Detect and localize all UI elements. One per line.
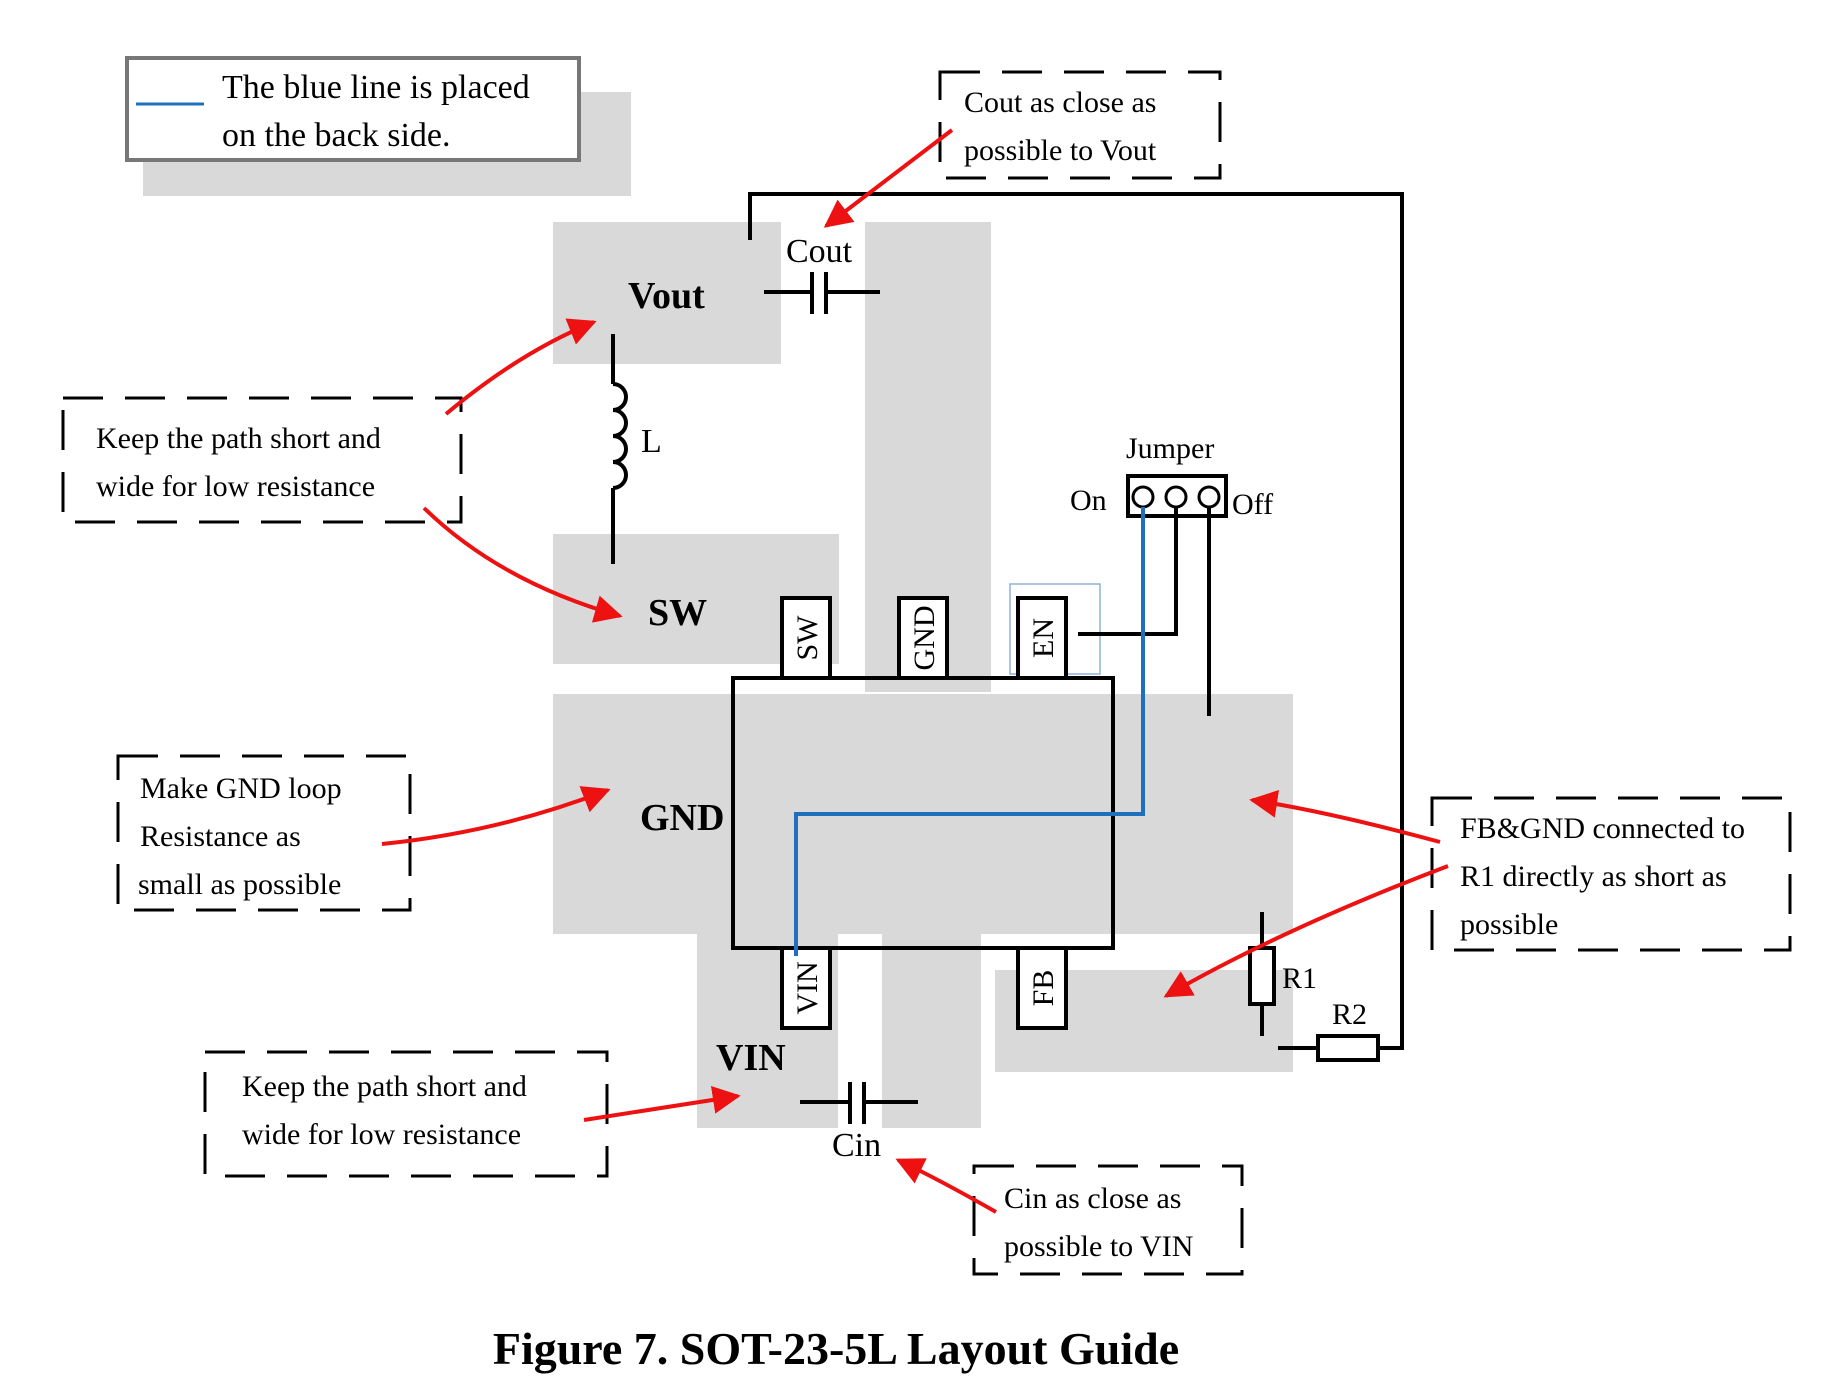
note-path-top: Keep the path short and wide for low res… (61, 396, 463, 524)
arrow-to-cin (895, 1158, 997, 1214)
r1-label: R1 (1282, 962, 1317, 995)
legend-box (125, 56, 581, 162)
vin-label: VIN (716, 1037, 786, 1079)
wiring (611, 192, 1404, 1124)
pin-sw (780, 596, 832, 680)
note-fb-line-1: FB&GND connected to (1460, 812, 1745, 845)
inductor-label: L (641, 423, 662, 460)
note-cout-line-1: Cout as close as (964, 86, 1156, 119)
r1-resistor (1248, 946, 1276, 1006)
arrow-to-vout (444, 318, 597, 416)
pin-vin (780, 946, 832, 1030)
pin-gnd-label: GND (908, 606, 941, 671)
note-cin: Cin as close as possible to VIN (972, 1164, 1244, 1276)
note-cin-line-2: possible to VIN (1004, 1230, 1193, 1263)
cout-label: Cout (786, 233, 853, 270)
note-fb-line-2: R1 directly as short as (1460, 860, 1727, 893)
note-path-bottom-box (203, 1050, 609, 1178)
arrow-to-sw (422, 506, 623, 623)
arrow-to-gnd-right (1249, 789, 1441, 844)
arrow-to-gnd (381, 786, 611, 846)
note-path-bottom-line-1: Keep the path short and (242, 1070, 527, 1103)
note-fb: FB&GND connected to R1 directly as short… (1430, 796, 1792, 952)
note-cout: Cout as close as possible to Vout (938, 70, 1222, 180)
cin-label: Cin (832, 1127, 881, 1164)
arrow-to-vin (583, 1085, 741, 1122)
vout-feedback-trace (748, 192, 1404, 1050)
note-gnd-box (116, 754, 412, 912)
pin-fb-label: FB (1027, 970, 1060, 1007)
note-path-bottom: Keep the path short and wide for low res… (203, 1050, 609, 1178)
pin-gnd (897, 596, 949, 680)
pin-en (1016, 596, 1068, 680)
note-cout-line-2: possible to Vout (964, 134, 1157, 167)
note-fb-line-3: possible (1460, 908, 1558, 941)
r2-resistor (1316, 1034, 1380, 1062)
jumper-pin-on (1131, 485, 1155, 509)
r2-label: R2 (1332, 998, 1367, 1031)
en-jumper-trace (1078, 507, 1178, 636)
arrow-to-fb (1163, 864, 1449, 998)
note-path-top-box (61, 396, 463, 524)
gnd-lower-pad (882, 932, 981, 1128)
figure-caption: Figure 7. SOT-23-5L Layout Guide (493, 1323, 1179, 1374)
gnd-label: GND (640, 797, 724, 839)
note-path-top-line-1: Keep the path short and (96, 422, 381, 455)
back-side-trace (794, 507, 1145, 956)
annotation-arrows (381, 128, 1449, 1214)
pin-en-label: EN (1027, 618, 1060, 658)
jumper-pin-middle (1164, 485, 1188, 509)
note-cout-box (938, 70, 1222, 180)
jumper-pin-off (1197, 485, 1221, 509)
pin-vin-label: VIN (791, 961, 824, 1014)
sw-label: SW (648, 592, 707, 634)
ic-package: SW GND EN VIN FB (731, 596, 1115, 1030)
legend: The blue line is placed on the back side… (125, 56, 631, 196)
jumper-label: Jumper (1126, 432, 1214, 465)
pin-sw-label: SW (791, 615, 824, 661)
inductor-coil (612, 382, 628, 490)
jumper-on-label: On (1070, 484, 1107, 517)
note-gnd-line-2: Resistance as (140, 820, 301, 853)
note-cin-line-1: Cin as close as (1004, 1182, 1181, 1215)
note-gnd-line-1: Make GND loop (140, 772, 342, 805)
note-path-top-line-2: wide for low resistance (96, 470, 375, 503)
legend-line-2: on the back side. (222, 117, 451, 154)
note-gnd: Make GND loop Resistance as small as pos… (116, 754, 412, 912)
jumper-off-label: Off (1232, 488, 1273, 521)
note-cin-box (972, 1164, 1244, 1276)
arrow-cout (823, 128, 954, 228)
legend-line-1: The blue line is placed (222, 69, 530, 106)
vout-label: Vout (628, 275, 705, 317)
note-gnd-line-3: small as possible (138, 868, 341, 901)
note-path-bottom-line-2: wide for low resistance (242, 1118, 521, 1151)
pin-fb (1016, 946, 1068, 1030)
